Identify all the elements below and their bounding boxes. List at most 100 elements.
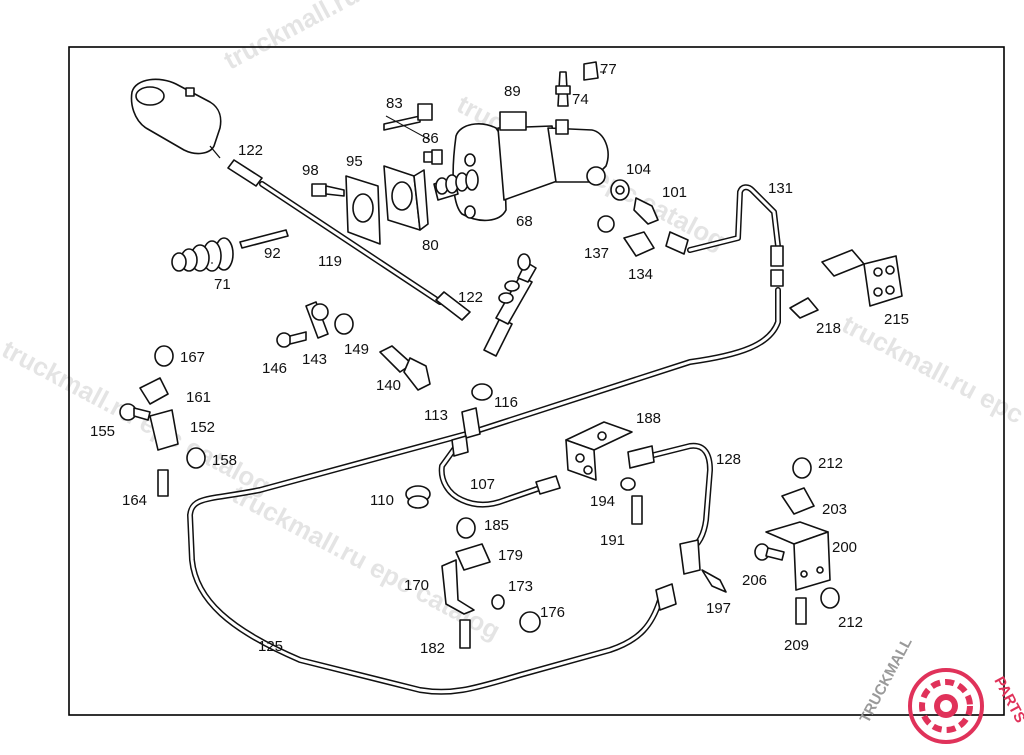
bolt-182 (459, 619, 471, 649)
callout-131: 131 (768, 180, 793, 197)
nut-212-top (792, 457, 812, 479)
clip-203 (781, 487, 815, 515)
reservoir (130, 78, 222, 159)
pipe-125 (187, 287, 781, 695)
callout-122: 122 (458, 289, 483, 306)
callout-92: 92 (264, 245, 281, 262)
bracket-152 (149, 409, 179, 451)
bolt-206 (754, 543, 785, 561)
clip-218 (789, 297, 819, 319)
union-128-lower (655, 539, 701, 611)
callout-173: 173 (508, 578, 533, 595)
flange-80 (383, 165, 429, 231)
callout-95: 95 (346, 153, 363, 170)
clip-161 (139, 377, 169, 405)
clip-179 (455, 543, 491, 571)
callout-83: 83 (386, 95, 403, 112)
bolt-98 (311, 183, 345, 197)
callout-146: 146 (262, 360, 287, 377)
callout-119: 119 (318, 253, 342, 270)
banjo-bolt-101 (633, 197, 659, 225)
bolt-209 (795, 597, 807, 625)
hose-122-bottom (435, 291, 471, 321)
nut-158 (186, 447, 206, 469)
hose-122-top (227, 159, 263, 187)
callout-149: 149 (344, 341, 369, 358)
callout-155: 155 (90, 423, 115, 440)
fitting-128 (627, 445, 655, 469)
grommet-110 (405, 485, 431, 509)
nut-86 (423, 149, 443, 165)
bracket-170 (441, 559, 475, 615)
boot-71 (171, 237, 234, 272)
callout-104: 104 (626, 161, 651, 178)
nut-167 (154, 345, 174, 367)
pipe-107 (438, 445, 543, 508)
leader-lines (211, 71, 606, 264)
callout-212: 212 (838, 614, 863, 631)
callout-80: 80 (422, 237, 439, 254)
callout-194: 194 (590, 493, 615, 510)
callout-170: 170 (404, 577, 429, 594)
nut-212-bottom (820, 587, 840, 609)
callout-200: 200 (832, 539, 857, 556)
union-107 (451, 435, 561, 495)
washer-194 (620, 477, 636, 491)
callout-134: 134 (628, 266, 653, 283)
gear-logo-icon (908, 668, 984, 744)
pipe-128 (647, 442, 713, 553)
screw-176 (519, 611, 541, 633)
logo-text-parts: PARTS (990, 674, 1024, 726)
callout-113: 113 (424, 407, 448, 424)
callout-116: 116 (494, 394, 518, 411)
callout-197: 197 (706, 600, 731, 617)
pipe-131 (687, 184, 781, 253)
callout-188: 188 (636, 410, 661, 427)
callout-125: 125 (258, 638, 283, 655)
bracket-215 (821, 249, 903, 307)
callout-158: 158 (212, 452, 237, 469)
callout-110: 110 (370, 492, 394, 509)
logo-text-truckmall: TRUCKMALL (857, 635, 916, 726)
callout-140: 140 (376, 377, 401, 394)
truckmall-logo: TRUCKMALL PARTS (857, 635, 1024, 744)
callout-176: 176 (540, 604, 565, 621)
bolt-164 (157, 469, 169, 497)
callout-98: 98 (302, 162, 319, 179)
callout-218: 218 (816, 320, 841, 337)
callout-191: 191 (600, 532, 625, 549)
bolt-155 (119, 403, 151, 421)
bracket-200 (765, 521, 831, 591)
rod-119 (259, 181, 443, 305)
clip-197 (701, 569, 727, 593)
nut-149 (334, 313, 354, 335)
bracket-188 (565, 421, 633, 481)
callout-86: 86 (422, 130, 439, 147)
washer-173 (491, 594, 505, 610)
callout-203: 203 (822, 501, 847, 518)
union-fitting (770, 245, 784, 287)
nut-185 (456, 517, 476, 539)
diagram-frame (68, 46, 1005, 716)
callout-107: 107 (470, 476, 495, 493)
gasket-95 (345, 175, 381, 245)
callout-206: 206 (742, 572, 767, 589)
callout-161: 161 (186, 389, 211, 406)
callout-164: 164 (122, 492, 147, 509)
bleeder-74 (555, 71, 571, 107)
bolt-191 (631, 495, 643, 525)
callout-179: 179 (498, 547, 523, 564)
washer-104 (610, 179, 630, 201)
bolt-146 (276, 331, 307, 348)
callout-209: 209 (784, 637, 809, 654)
seal-116 (471, 383, 493, 401)
callout-74: 74 (572, 91, 589, 108)
callout-167: 167 (180, 349, 205, 366)
callout-152: 152 (190, 419, 215, 436)
callout-137: 137 (584, 245, 609, 262)
fitting-134 (623, 231, 655, 257)
watermark-line: truckmall.ru epc catalog (837, 309, 1024, 476)
cap-77 (583, 61, 599, 81)
